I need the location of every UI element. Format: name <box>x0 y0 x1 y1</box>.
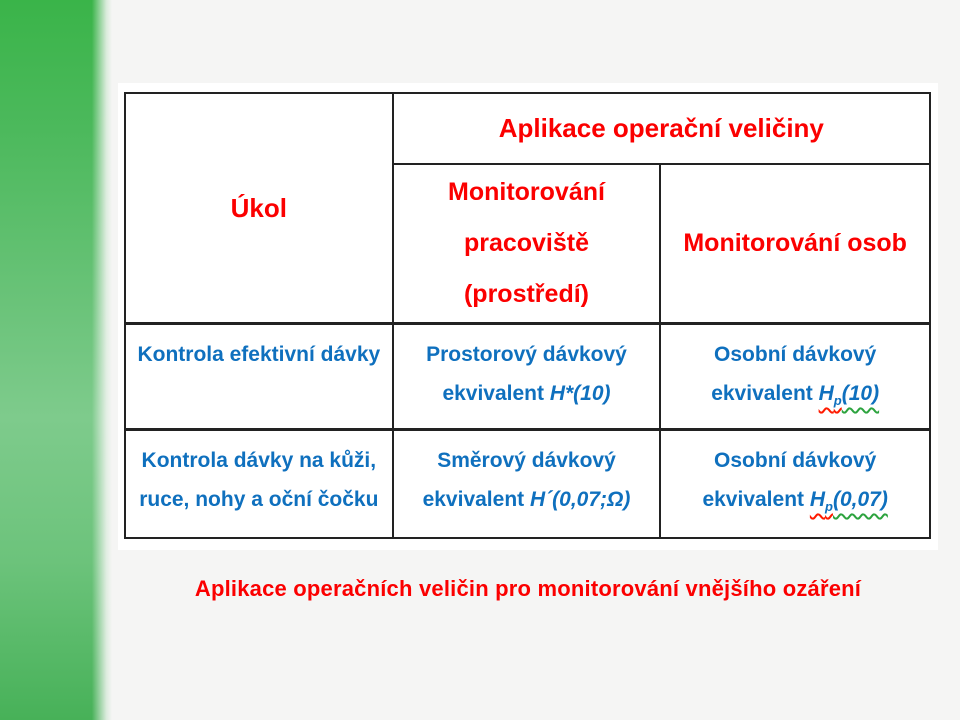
persons-row1-formula-h: H <box>818 381 834 405</box>
left-accent-bar <box>0 0 112 720</box>
table-cell-workplace-row1: Prostorový dávkový ekvivalent H*(10) <box>393 325 662 431</box>
workplace-row1-line2: ekvivalent H*(10) <box>442 375 610 414</box>
table-cell-task-row2: Kontrola dávky na kůži, ruce, nohy a očn… <box>126 431 394 537</box>
table-cell-workplace-row2: Směrový dávkový ekvivalent H´(0,07;Ω) <box>394 431 662 537</box>
persons-row1-line1: Osobní dávkový <box>714 343 877 366</box>
task-row2-line2: ruce, nohy a oční čočku <box>139 487 379 511</box>
header-workplace-line3: (prostředí) <box>463 280 589 309</box>
header-task-label: Úkol <box>230 192 287 223</box>
header-group-label: Aplikace operační veličiny <box>498 113 824 143</box>
header-workplace-line1: Monitorování <box>448 177 605 206</box>
header-cell-group: Aplikace operační veličiny <box>393 94 929 165</box>
workplace-row2-line2: ekvivalent H´(0,07;Ω) <box>423 481 631 520</box>
header-cell-task: Úkol <box>126 94 394 325</box>
table-caption: Aplikace operačních veličin pro monitoro… <box>194 576 862 601</box>
operational-quantities-table: Úkol Aplikace operační veličiny Monitoro… <box>124 92 931 539</box>
persons-row2-prefix: ekvivalent <box>702 487 810 511</box>
workplace-row1-prefix: ekvivalent <box>442 381 550 405</box>
header-persons-label: Monitorování osob <box>683 229 907 257</box>
persons-row2-formula-h: H <box>809 487 826 511</box>
persons-row2-formula-sub: p <box>825 499 833 515</box>
workplace-row2-line1: Směrový dávkový <box>437 449 616 472</box>
table-cell-persons-row1: Osobní dávkový ekvivalent Hp(10) <box>661 325 929 431</box>
workplace-row1-line1: Prostorový dávkový <box>426 343 627 366</box>
persons-row1-formula-hp: Hp <box>818 381 842 409</box>
header-cell-persons: Monitorování osob <box>661 165 929 325</box>
persons-row2-line1: Osobní dávkový <box>714 449 877 472</box>
persons-row2-line2: ekvivalent Hp(0,07) <box>702 481 887 520</box>
header-cell-workplace: Monitorování pracoviště (prostředí) <box>393 165 662 325</box>
task-row2-line1: Kontrola dávky na kůži, <box>141 449 377 472</box>
persons-row2-formula-hp: Hp <box>809 487 833 515</box>
table-cell-task-row1: Kontrola efektivní dávky <box>126 325 394 431</box>
task-row1-text: Kontrola efektivní dávky <box>137 343 381 366</box>
persons-row1-formula-args: (10) <box>841 381 880 405</box>
workplace-row1-formula: H*(10) <box>549 381 611 405</box>
persons-row1-formula-sub: p <box>833 393 842 409</box>
header-workplace-line2: pracoviště <box>463 228 590 257</box>
workplace-row2-formula: H´(0,07;Ω) <box>529 487 631 511</box>
persons-row2-formula-args: (0,07) <box>832 487 888 511</box>
persons-row1-line2: ekvivalent Hp(10) <box>711 375 879 414</box>
workplace-row2-prefix: ekvivalent <box>422 487 530 511</box>
table-cell-persons-row2: Osobní dávkový ekvivalent Hp(0,07) <box>661 431 929 537</box>
persons-row1-prefix: ekvivalent <box>711 381 819 405</box>
